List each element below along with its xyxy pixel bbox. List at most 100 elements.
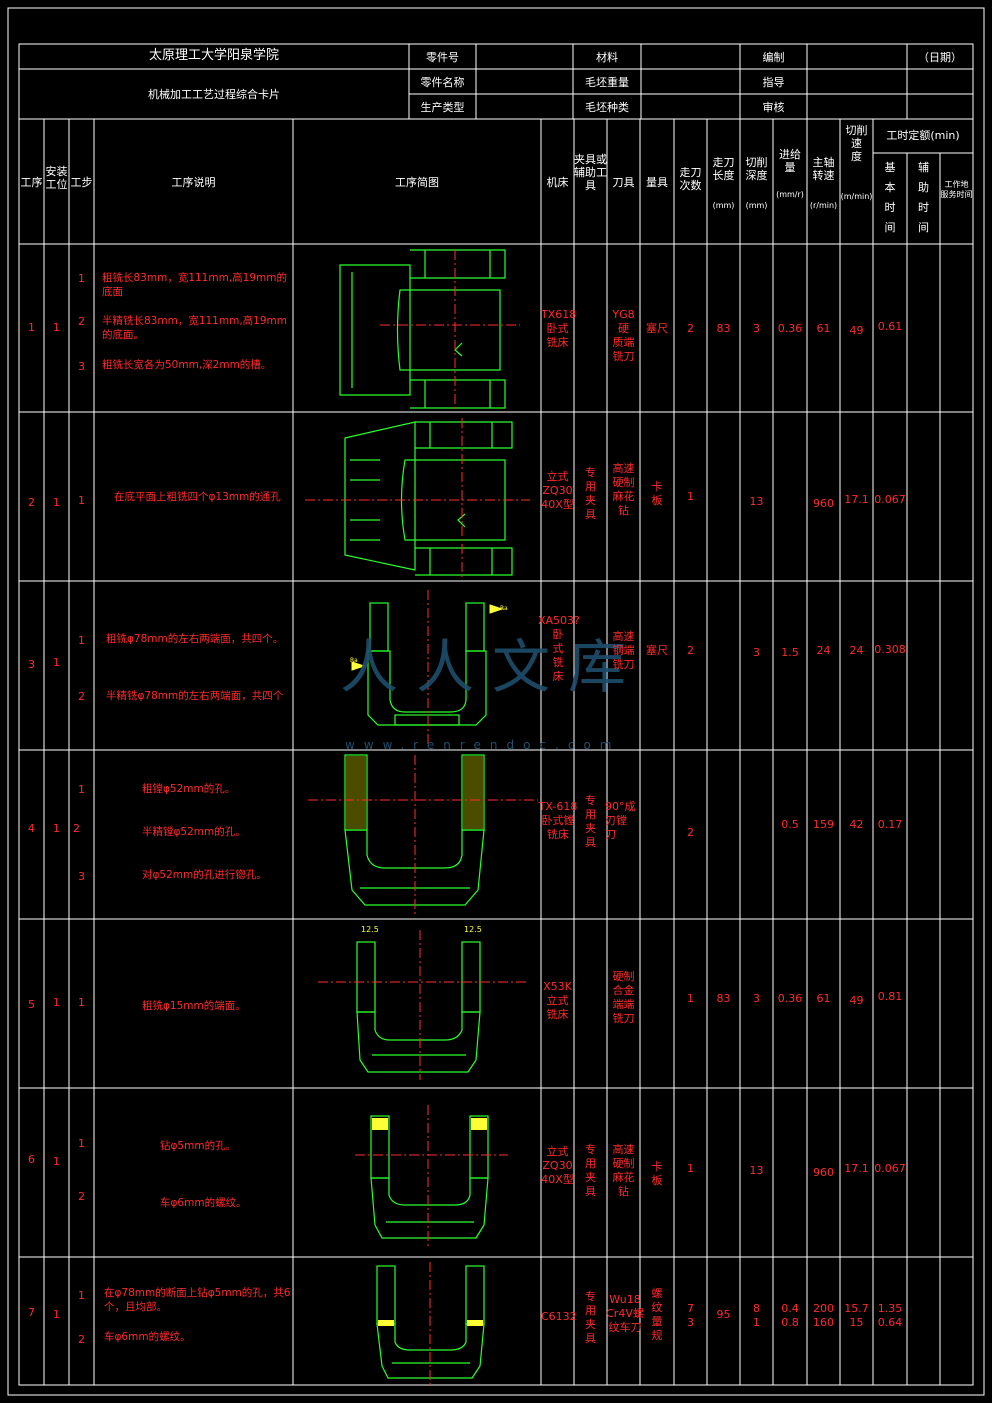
row3-depth: 3 [753,646,760,659]
process-sketch-1 [339,249,506,409]
row6-step-1: 1 [78,1137,85,1150]
row6-cut-speed: 17.1 [844,1162,869,1175]
row5-cut-speed: 49 [849,994,864,1007]
row1-process-no: 1 [28,321,35,334]
row1-basic-time: 0.61 [877,320,903,333]
row3-process-no: 3 [28,658,35,671]
process-sketch-5 [356,941,481,1073]
row7-machine: C6132 [541,1310,577,1323]
row2-tool: 高速 硬制 麻花 钻 [612,462,635,517]
row4-tool: 90°成 刃镗 刀 [605,800,636,841]
row7-cut-speed: 15.7 15 [844,1302,869,1329]
row2-basic-time: 0.067 [874,493,906,506]
row6-passes: 1 [687,1162,694,1175]
row5-passes: 1 [687,992,694,1005]
process-sketch-2 [344,421,513,576]
row6-tool: 高速 硬制 麻花 钻 [612,1143,635,1198]
svg-text:Ra: Ra [350,657,358,664]
row3-step-1: 1 [78,634,85,647]
row6-speed: 960 [813,1166,834,1179]
row6-gauge: 卡 板 [651,1160,663,1187]
row3-step-2: 2 [78,690,85,703]
row3-passes: 2 [687,644,694,657]
row4-feed: 0.5 [781,818,799,831]
row7-step-2: 2 [78,1333,85,1346]
row7-feed: 0.4 0.8 [781,1302,799,1329]
guide-label: 指导 [762,76,785,89]
col-depth: 切削 深度 [745,156,768,182]
row1-tool: YG8硬 质端 铣刀 [612,308,635,363]
school-name: 太原理工大学阳泉学院 [148,48,279,63]
col-depth-unit: (mm) [745,201,768,210]
col-feed-unit: (mm/r) [776,190,804,199]
col-time-quota: 工时定额(min) [886,129,960,142]
row1-desc-1: 粗铣长83mm，宽111mm,高19mm的底面 [102,272,287,298]
row7-desc-1: 在φ78mm的断面上钻φ5mm的孔，共6个，且均部。 [104,1287,291,1313]
row4-desc-3: 对φ52mm的孔进行锪孔。 [142,869,267,881]
row5-basic-time: 0.81 [877,990,903,1003]
row4-process-no: 4 [28,822,35,835]
row3-desc-1: 粗铣φ78mm的左右两端面，共四个。 [106,633,284,645]
production-type-label: 生产类型 [420,101,465,114]
row7-process-no: 7 [28,1306,35,1319]
row3-setup: 1 [53,656,60,669]
col-feed: 进给 量 [779,148,801,174]
row7-length: 95 [716,1308,731,1321]
row2-step-1: 1 [78,494,85,507]
col-sketch: 工序简图 [395,176,439,189]
col-passes: 走刀 次数 [679,166,702,192]
row1-gauge: 塞尺 [646,322,668,335]
row5-tool: 硬制 合金 端端 铣刀 [612,970,635,1025]
row1-step-3: 3 [78,360,85,373]
row7-setup: 1 [53,1308,60,1321]
blank-weight-label: 毛坯重量 [585,76,629,89]
row2-passes: 1 [687,490,694,503]
material-label: 材料 [596,51,618,64]
row6-machine: 立式 ZQ30 40X型 [541,1145,574,1186]
col-machine: 机床 [546,176,569,189]
watermark-url: www.renrendoc.com [345,738,621,752]
col-setup: 安装 工位 [45,165,68,191]
row1-depth: 3 [753,322,760,335]
row1-setup: 1 [53,321,60,334]
compiler-label: 编制 [762,51,785,64]
row5-step-1: 1 [78,996,85,1009]
row2-fixture: 专 用 夹 具 [585,466,596,521]
col-step: 工步 [70,176,93,189]
row5-setup: 1 [53,996,60,1009]
process-sketch-6 [370,1115,489,1239]
row5-feed: 0.36 [777,992,803,1005]
col-speed: 主轴 转速 [812,156,835,182]
row2-depth: 13 [749,495,764,508]
row3-desc-2: 半精铣φ78mm的左右两端面，共四个 [106,690,284,702]
row5-length: 83 [716,992,731,1005]
part-name-label: 零件名称 [420,76,465,89]
row4-speed: 159 [813,818,834,831]
row4-setup: 1 [53,822,60,835]
row2-gauge: 卡 板 [651,480,663,507]
col-description: 工序说明 [171,176,216,189]
col-cut-speed-unit: (m/min) [840,192,873,201]
row3-cut-speed: 24 [849,644,864,657]
row4-machine: TX-618 卧式镗 铣床 [538,800,578,841]
row2-machine: 立式 ZQ30 40X型 [541,470,574,511]
row6-desc-2: 车φ6mm的螺纹。 [160,1197,247,1209]
row4-desc-1: 粗镗φ52mm的孔。 [142,783,236,795]
row4-step-1: 1 [78,783,85,796]
row2-desc-1: 在底平面上粗铣四个φ13mm的通孔 [114,491,281,503]
row3-speed: 24 [816,644,831,657]
row5-depth: 3 [753,992,760,1005]
blank-type-label: 毛坯种类 [585,101,629,114]
row6-depth: 13 [749,1164,764,1177]
row2-cut-speed: 17.1 [844,493,869,506]
row7-gauge: 螺 纹 量 规 [651,1287,663,1342]
dim-label-2: 12.5 [464,925,482,934]
row3-machine: XA503? 卧 式 铣 床 [538,614,580,683]
row7-speed: 200 160 [813,1302,834,1329]
dim-label-1: 12.5 [361,925,379,934]
col-cut-speed: 切削 速 度 [845,124,868,163]
row7-depth: 8 1 [753,1302,760,1329]
row2-setup: 1 [53,496,60,509]
row2-speed: 960 [813,497,834,510]
process-sketch-3 [367,602,487,726]
